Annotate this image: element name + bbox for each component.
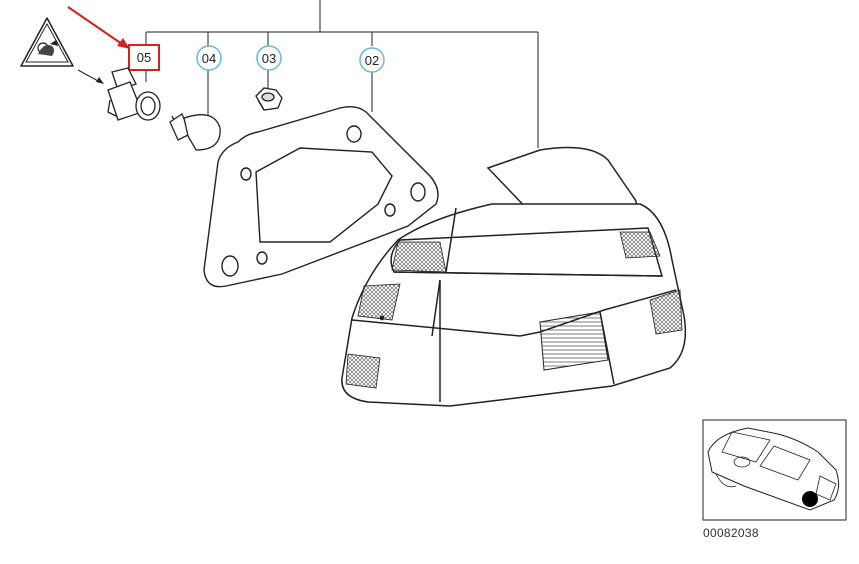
- gasket-part[interactable]: [203, 105, 439, 288]
- callout-02-label: 02: [365, 53, 379, 68]
- nut-part[interactable]: [255, 87, 283, 111]
- warning-arrow: [77, 69, 101, 83]
- highlight-arrow: [67, 6, 123, 45]
- callout-04[interactable]: 04: [196, 45, 222, 71]
- callout-05-label: 05: [137, 50, 151, 65]
- callout-03-label: 03: [262, 51, 276, 66]
- diagram-reference-number: 00082038: [703, 526, 759, 540]
- tail-light-assembly[interactable]: [341, 146, 687, 407]
- bulb-part[interactable]: [169, 113, 221, 151]
- callout-05[interactable]: 05: [128, 44, 160, 71]
- callout-04-label: 04: [202, 51, 216, 66]
- car-locator-icon: [702, 419, 847, 521]
- callout-03[interactable]: 03: [256, 45, 282, 71]
- callout-02[interactable]: 02: [359, 47, 385, 73]
- bulb-socket-part[interactable]: [107, 67, 161, 121]
- leader-lines: [145, 0, 539, 148]
- warning-hand-icon: [20, 17, 74, 67]
